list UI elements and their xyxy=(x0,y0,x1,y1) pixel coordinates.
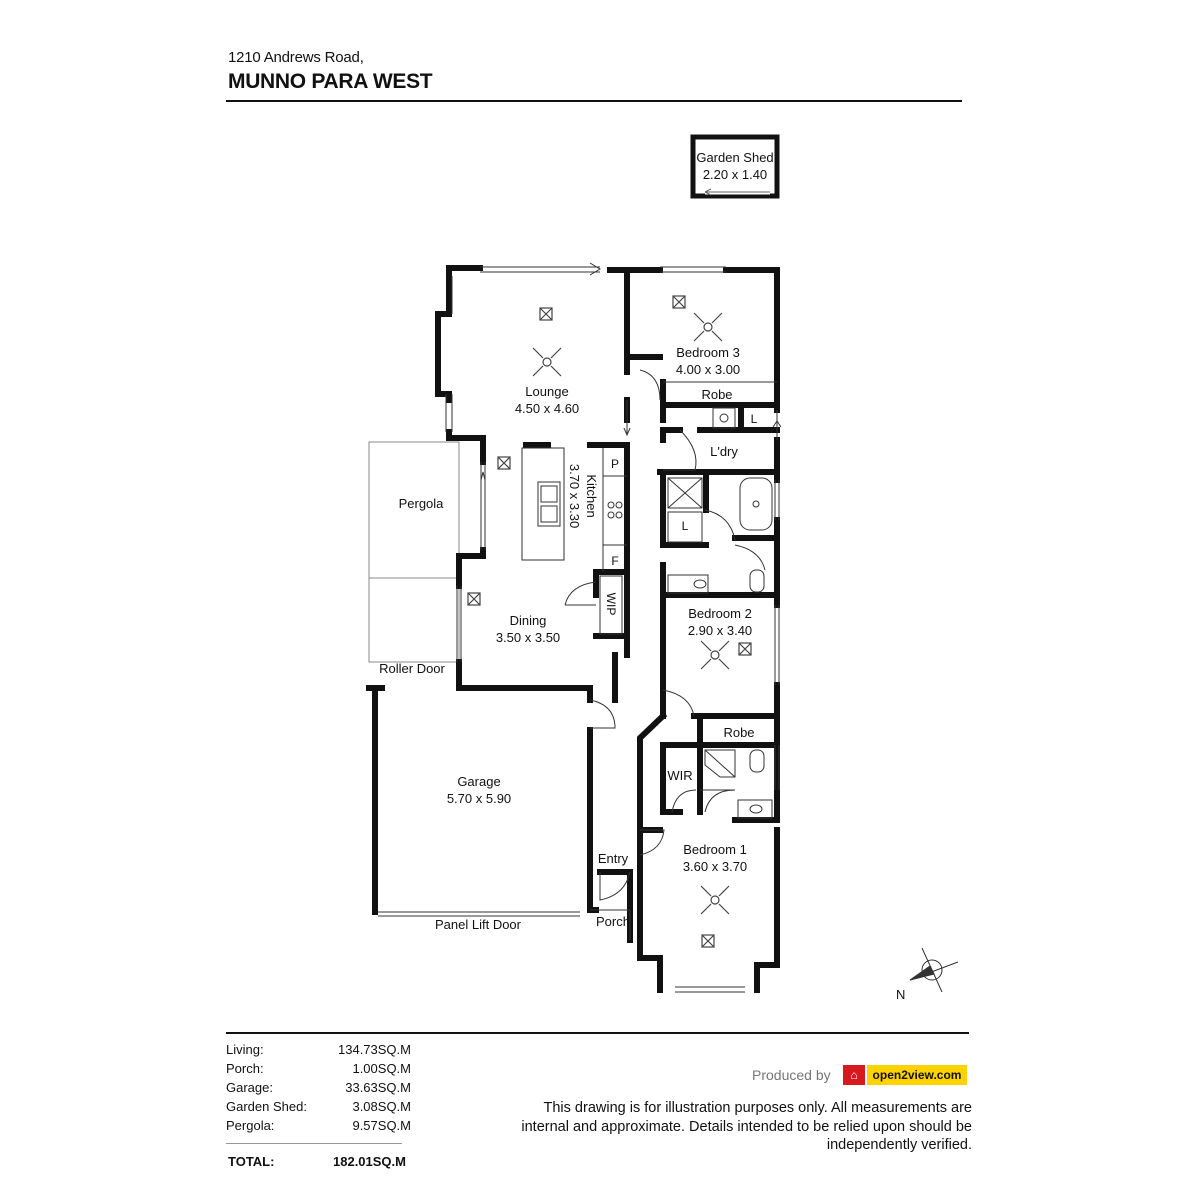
footer-divider xyxy=(226,1032,969,1034)
room-labels: Garden Shed 2.20 x 1.40 Bedroom 3 4.00 x… xyxy=(379,150,774,932)
area-label: Garden Shed: xyxy=(226,1099,307,1114)
area-value: 9.57SQ.M xyxy=(352,1118,411,1133)
ceiling-fans xyxy=(467,295,752,948)
kitchen-name: Kitchen xyxy=(584,474,599,517)
area-value: 33.63SQ.M xyxy=(345,1080,411,1095)
area-table: Living: 134.73SQ.M Porch: 1.00SQ.M Garage:… xyxy=(226,1040,411,1135)
total-label: TOTAL: xyxy=(228,1154,275,1169)
north-compass-icon xyxy=(909,947,959,993)
lounge-name: Lounge xyxy=(525,384,568,399)
lounge-dims: 4.50 x 4.60 xyxy=(515,401,579,416)
wir-label: WIR xyxy=(667,768,692,783)
bedroom2-name: Bedroom 2 xyxy=(688,606,752,621)
area-value: 1.00SQ.M xyxy=(352,1061,411,1076)
roller-door-label: Roller Door xyxy=(379,661,445,676)
total-row: TOTAL: 182.01SQ.M xyxy=(228,1154,406,1169)
area-row: Pergola: 9.57SQ.M xyxy=(226,1116,411,1135)
dining-dims: 3.50 x 3.50 xyxy=(496,630,560,645)
bedroom1-name: Bedroom 1 xyxy=(683,842,747,857)
open2view-logo: ⌂ open2view.com xyxy=(843,1065,967,1085)
house-icon: ⌂ xyxy=(843,1065,865,1085)
area-label: Garage: xyxy=(226,1080,273,1095)
bedroom2-dims: 2.90 x 3.40 xyxy=(688,623,752,638)
laundry-label: L'dry xyxy=(710,444,738,459)
bedroom1-dims: 3.60 x 3.70 xyxy=(683,859,747,874)
logo-text: open2view.com xyxy=(867,1065,967,1085)
pergola-label: Pergola xyxy=(399,496,445,511)
area-label: Pergola: xyxy=(226,1118,275,1133)
garden-shed-dims: 2.20 x 1.40 xyxy=(703,167,767,182)
area-row: Garage: 33.63SQ.M xyxy=(226,1078,411,1097)
bedroom3-dims: 4.00 x 3.00 xyxy=(676,362,740,377)
porch-label: Porch xyxy=(596,914,630,929)
ceiling-fan-icon xyxy=(700,640,730,670)
pantry-label: P xyxy=(611,457,619,471)
address-line: 1210 Andrews Road, xyxy=(228,49,364,66)
garden-shed xyxy=(690,134,780,199)
fixtures xyxy=(378,262,782,993)
disclaimer-text: This drawing is for illustration purpose… xyxy=(521,1100,972,1153)
linen-bath-label: L xyxy=(682,519,689,533)
north-label: N xyxy=(896,987,906,1002)
produced-by-text: Produced by xyxy=(752,1067,831,1083)
ceiling-fan-icon xyxy=(532,347,562,377)
pergola-area xyxy=(368,441,460,663)
robe-mid-label: Robe xyxy=(723,725,754,740)
area-value: 3.08SQ.M xyxy=(352,1099,411,1114)
robe-label: Robe xyxy=(701,387,732,402)
area-row: Garden Shed: 3.08SQ.M xyxy=(226,1097,411,1116)
garage-name: Garage xyxy=(457,774,500,789)
wip-label: WIP xyxy=(604,593,618,616)
ceiling-fan-icon xyxy=(700,885,730,915)
garage-dims: 5.70 x 5.90 xyxy=(447,791,511,806)
area-row: Porch: 1.00SQ.M xyxy=(226,1059,411,1078)
ceiling-fan-icon xyxy=(693,312,723,342)
entry-label: Entry xyxy=(598,851,629,866)
area-row: Living: 134.73SQ.M xyxy=(226,1040,411,1059)
area-label: Living: xyxy=(226,1042,264,1057)
bedroom3-name: Bedroom 3 xyxy=(676,345,740,360)
area-label: Porch: xyxy=(226,1061,264,1076)
panel-lift-door-label: Panel Lift Door xyxy=(435,917,522,932)
area-value: 134.73SQ.M xyxy=(338,1042,411,1057)
garden-shed-name: Garden Shed xyxy=(696,150,773,165)
header-divider xyxy=(226,100,962,102)
kitchen-dims: 3.70 x 3.30 xyxy=(567,464,582,528)
suburb-title: MUNNO PARA WEST xyxy=(228,70,433,93)
dining-name: Dining xyxy=(510,613,547,628)
linen-label: L xyxy=(751,412,758,426)
fridge-label: F xyxy=(611,554,618,568)
walls xyxy=(366,265,780,993)
total-value: 182.01SQ.M xyxy=(333,1154,406,1169)
area-divider xyxy=(226,1143,402,1144)
